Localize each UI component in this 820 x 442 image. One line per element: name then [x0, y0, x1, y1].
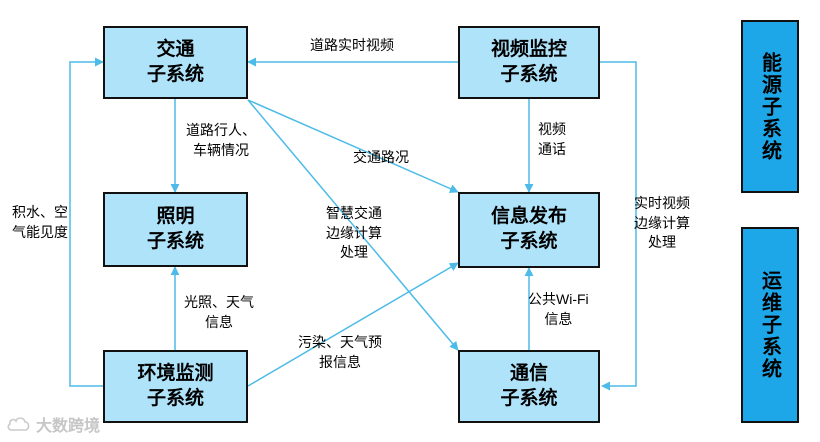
edge-label-line: 边缘计算: [634, 214, 690, 231]
node-video-surveillance-subsystem: 视频监控 子系统: [458, 26, 600, 99]
edge-label-line: 污染、天气预: [298, 334, 382, 350]
side-panel-label: 运维子系统: [758, 270, 781, 380]
edge-label-line: 处理: [648, 234, 676, 251]
edge-label-line: 实时视频: [634, 195, 690, 211]
edge-label-line: 智慧交通: [326, 205, 382, 221]
edge-label-line: 信息: [205, 313, 233, 330]
cloud-logo-icon: [7, 417, 30, 431]
edge-label-water-visibility: 积水、空 气能见度: [12, 203, 68, 242]
edge-label-smart-traffic-edge: 智慧交通 边缘计算 处理: [326, 204, 382, 263]
watermark-text: 大数跨境: [36, 418, 101, 435]
edge-label-line: 交通路况: [353, 149, 409, 165]
arrow-traffic-to-info: [247, 99, 459, 193]
watermark: 大数跨境: [6, 412, 100, 436]
node-env-monitoring-subsystem: 环境监测 子系统: [103, 350, 248, 423]
arrow-video-to-comm: [600, 61, 637, 391]
node-label-line1: 信息发布: [490, 206, 567, 228]
node-label-line1: 通信: [509, 362, 548, 384]
edge-label-line: 道路实时视频: [310, 37, 394, 53]
edge-label-line: 道路行人、: [186, 122, 256, 138]
edge-label-video-call: 视频 通话: [538, 120, 566, 159]
edge-label-line: 气能见度: [12, 223, 68, 240]
node-label-line2: 子系统: [500, 231, 558, 252]
side-panel-energy-subsystem: 能源子系统: [741, 20, 799, 193]
node-traffic-subsystem: 交通 子系统: [103, 26, 248, 99]
edge-label-line: 处理: [340, 244, 368, 261]
node-lighting-subsystem: 照明 子系统: [103, 192, 248, 267]
edge-label-realtime-edge: 实时视频 边缘计算 处理: [634, 194, 690, 253]
node-label-line2: 子系统: [500, 387, 558, 409]
edge-label-road-video: 道路实时视频: [310, 36, 394, 56]
edge-label-public-wifi: 公共Wi-Fi 信息: [528, 290, 589, 329]
node-label-line1: 照明: [156, 205, 195, 227]
node-label-line2: 子系统: [146, 230, 204, 252]
edge-label-line: 边缘计算: [326, 224, 382, 241]
edge-label-light-weather: 光照、天气 信息: [184, 293, 254, 332]
edge-label-pedestrians-vehicles: 道路行人、 车辆情况: [186, 121, 256, 160]
node-communication-subsystem: 通信 子系统: [458, 350, 600, 423]
node-label-line1: 视频监控: [490, 38, 567, 60]
node-info-publish-subsystem: 信息发布 子系统: [458, 192, 600, 268]
arrow-traffic-to-comm: [247, 99, 459, 351]
edge-label-line: 积水、空: [12, 204, 68, 220]
arrow-env-to-traffic: [69, 57, 105, 387]
edge-label-line: 信息: [544, 310, 573, 327]
node-label-line2: 子系统: [500, 63, 558, 85]
edge-label-line: 车辆情况: [193, 141, 249, 158]
edge-label-line: 公共Wi-Fi: [528, 291, 589, 307]
edge-label-line: 报信息: [319, 353, 361, 370]
side-panel-label: 能源子系统: [758, 51, 781, 162]
edge-label-line: 光照、天气: [184, 294, 254, 310]
edge-label-line: 通话: [538, 140, 566, 157]
node-label-line2: 子系统: [146, 387, 204, 409]
arrow-env-to-info: [247, 262, 459, 387]
node-label-line2: 子系统: [146, 63, 204, 85]
side-panel-ops-subsystem: 运维子系统: [741, 227, 799, 423]
node-label-line1: 交通: [156, 38, 195, 60]
edge-label-pollution-forecast: 污染、天气预 报信息: [298, 333, 382, 372]
edge-label-line: 视频: [538, 121, 566, 137]
node-label-line1: 环境监测: [137, 362, 214, 384]
edge-label-traffic-status: 交通路况: [353, 148, 409, 168]
